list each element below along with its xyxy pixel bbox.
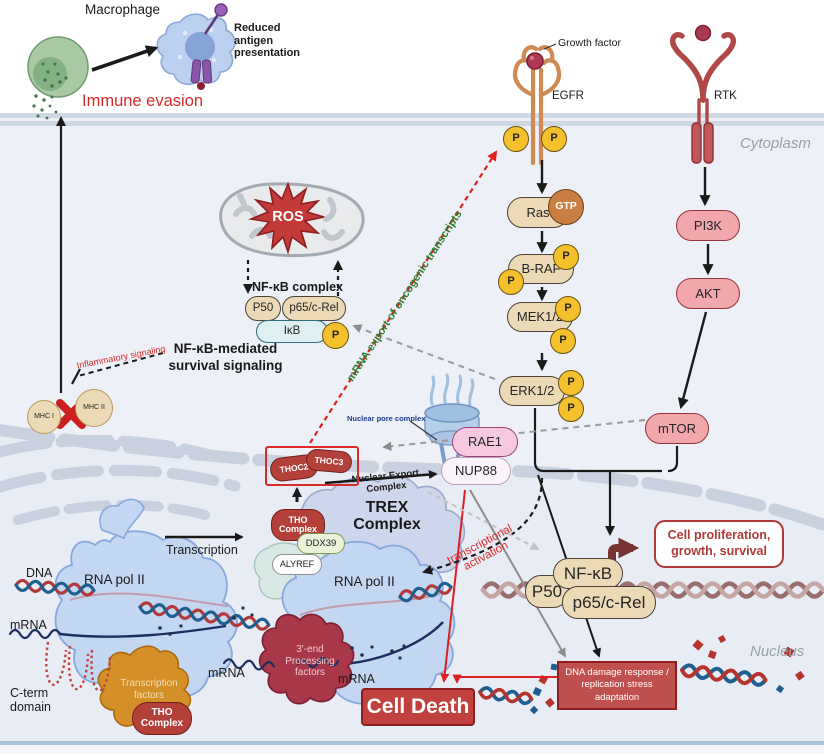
signal-arrows <box>165 150 714 684</box>
node-akt: AKT <box>676 278 740 309</box>
trex-label: TREX Complex <box>353 499 421 533</box>
speck-dots <box>158 606 406 660</box>
node-mtor: mTOR <box>645 413 709 444</box>
phospho-erk-1: P <box>558 370 584 396</box>
dna-helix-left <box>14 578 453 631</box>
mhc-receptor-icon <box>190 59 213 90</box>
transcription-factors-label: Transcription factors <box>120 678 178 701</box>
ros-label: ROS <box>272 209 304 225</box>
dna-damage-box: DNA damage response / replication stress… <box>557 661 677 710</box>
phospho-egfr-1: P <box>503 126 529 152</box>
survival-signaling-label: NF-κB-mediated survival signaling <box>168 341 283 373</box>
cytoplasm-label: Cytoplasm <box>740 135 811 152</box>
node-tho-trex: THO Complex <box>271 509 325 541</box>
node-gtp: GTP <box>548 189 584 225</box>
mrna-squiggles <box>8 628 340 671</box>
rna-pol-left-label: RNA pol II <box>84 572 145 587</box>
node-mhc2: MHC II <box>75 389 113 427</box>
node-alyref: ALYREF <box>272 554 322 575</box>
plasma-membrane <box>0 113 824 126</box>
node-pi3k: PI3K <box>676 210 740 241</box>
node-rae1: RAE1 <box>452 427 518 457</box>
node-nup88: NUP88 <box>441 457 511 485</box>
arrows-mito-nfkb <box>242 259 344 296</box>
phospho-erk-2: P <box>558 396 584 422</box>
dna-label: DNA <box>26 566 53 580</box>
reduced-antigen-label: Reduced antigen presentation <box>234 22 301 60</box>
immune-evasion-label: Immune evasion <box>82 92 204 110</box>
rna-pol-ii-left <box>54 498 238 702</box>
transcription-label: Transcription <box>166 543 238 557</box>
ctd-loops <box>45 641 112 692</box>
node-mhc1: MHC I <box>27 400 61 434</box>
egfr-label: EGFR <box>552 90 584 102</box>
proliferation-box: Cell proliferation, growth, survival <box>654 520 784 568</box>
nucleus-label: Nucleus <box>750 643 805 660</box>
phospho-mek-1: P <box>555 296 581 322</box>
macrophage-cell <box>27 36 89 120</box>
node-ikb: IκB <box>256 320 328 343</box>
node-p65-cyto: p65/c-Rel <box>282 296 346 321</box>
egfr-receptor-icon <box>512 45 562 166</box>
thoc-highlight-box <box>265 446 359 486</box>
nfkb-complex-label: NF-κB complex <box>252 280 344 294</box>
cterm-domain-label: C-term domain <box>10 686 51 715</box>
phospho-ikb: P <box>322 322 349 349</box>
node-p65-nuclear: p65/c-Rel <box>562 586 656 619</box>
node-nfkb-nuclear: NF-κB <box>553 558 623 589</box>
macrophage-label: Macrophage <box>85 2 161 17</box>
growth-factor-label: Growth factor <box>558 37 622 49</box>
rtk-receptor-icon <box>669 24 737 164</box>
growth-factor-icon <box>526 43 557 70</box>
phospho-egfr-2: P <box>541 126 567 152</box>
node-p50-cyto: P50 <box>245 296 281 321</box>
mrna-label-c: mRNA <box>338 672 375 686</box>
node-p50-nuclear: P50 <box>525 575 569 608</box>
mrna-label-a: mRNA <box>10 618 47 632</box>
phospho-mek-2: P <box>550 328 576 354</box>
rna-pol-center-label: RNA pol II <box>334 574 395 589</box>
npc-label: Nuclear pore complex <box>347 414 426 423</box>
node-ddx39: DDX39 <box>297 533 345 554</box>
node-thoc3: THOC3 <box>305 448 353 474</box>
phospho-braf-1: P <box>553 244 579 270</box>
tumor-cell <box>156 3 236 90</box>
rtk-label: RTK <box>714 90 737 102</box>
end-processing-label: 3'-end Processing factors <box>285 644 335 678</box>
node-tho-bottom: THO Complex <box>132 702 192 735</box>
mrna-label-b: mRNA <box>208 666 245 680</box>
arrows-immune <box>55 45 164 393</box>
end-processing-blob <box>258 613 355 705</box>
mitochondria-icon <box>219 181 365 258</box>
cell-death-box: Cell Death <box>361 688 475 726</box>
phospho-braf-2: P <box>498 269 524 295</box>
ros-star-icon <box>248 181 325 255</box>
node-erk: ERK1/2 <box>499 376 565 406</box>
